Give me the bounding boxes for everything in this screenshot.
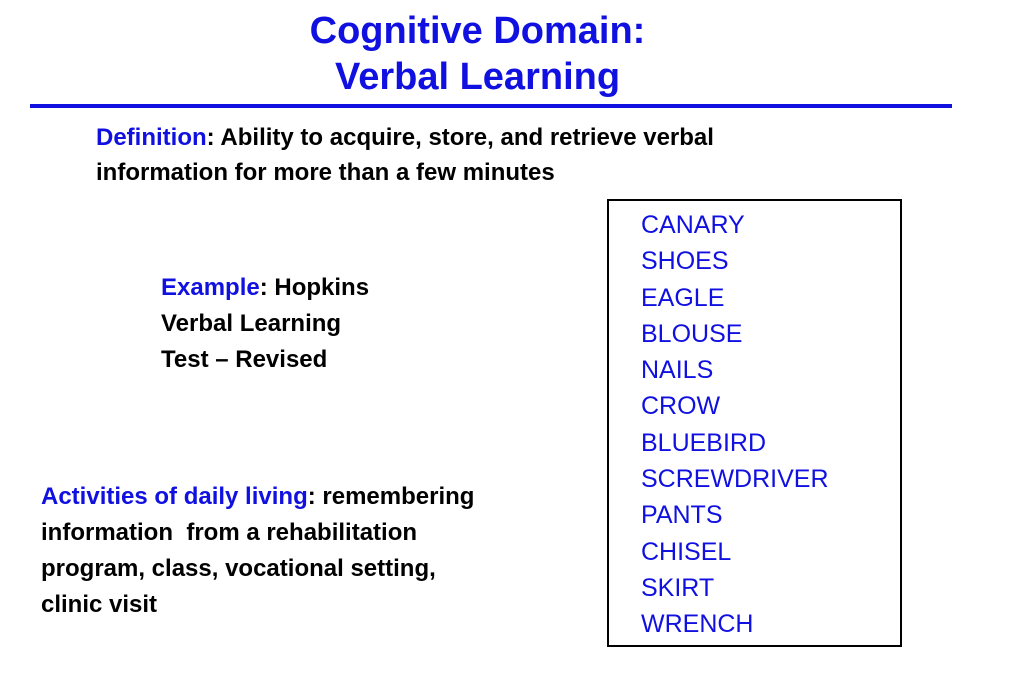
word-list-item: CROW xyxy=(641,392,721,421)
definition-text-1: : Ability to acquire, store, and retriev… xyxy=(206,124,714,151)
example-block: Example: Hopkins Verbal Learning Test – … xyxy=(161,270,461,378)
slide-title: Cognitive Domain: Verbal Learning xyxy=(0,8,955,100)
example-text-2: Verbal Learning xyxy=(161,310,342,337)
slide-title-line-1: Cognitive Domain: xyxy=(309,10,646,52)
definition-text-2: information for more than a few minutes xyxy=(96,159,555,186)
word-list-item: WRENCH xyxy=(641,610,754,639)
slide-title-line-2: Verbal Learning xyxy=(334,56,621,98)
example-text-1: : Hopkins xyxy=(259,274,370,301)
adl-text-3: program, class, vocational setting, xyxy=(41,555,436,582)
word-list-item: SHOES xyxy=(641,247,729,276)
adl-line-1: Activities of daily living: remembering xyxy=(41,479,601,515)
word-list-item: CANARY xyxy=(641,211,745,239)
adl-text-2: information from a rehabilitation xyxy=(41,519,418,546)
word-list-item: NAILS xyxy=(641,356,714,385)
title-divider xyxy=(30,104,952,108)
adl-label: Activities of daily living xyxy=(41,483,308,510)
word-list-item: EAGLE xyxy=(641,283,725,312)
word-list-box: CANARY SHOES EAGLE BLOUSE NAILS CROW BLU… xyxy=(607,199,902,647)
definition-line-1: Definition: Ability to acquire, store, a… xyxy=(96,120,916,155)
example-text-3: Test – Revised xyxy=(161,346,328,373)
word-list-item: BLUEBIRD xyxy=(641,428,767,457)
word-list: CANARY SHOES EAGLE BLOUSE NAILS CROW BLU… xyxy=(641,207,829,643)
example-label: Example xyxy=(161,274,260,301)
word-list-item: SKIRT xyxy=(641,573,715,602)
word-list-item: BLOUSE xyxy=(641,319,743,348)
adl-block: Activities of daily living: remembering … xyxy=(41,479,601,623)
word-list-item: CHISEL xyxy=(641,537,732,566)
example-line-1: Example: Hopkins xyxy=(161,270,461,306)
word-list-item: PANTS xyxy=(641,501,723,530)
definition-block: Definition: Ability to acquire, store, a… xyxy=(96,120,916,190)
adl-text-1: : remembering xyxy=(307,483,475,510)
adl-text-4: clinic visit xyxy=(41,591,158,618)
word-list-item: SCREWDRIVER xyxy=(641,465,829,494)
definition-label: Definition xyxy=(96,124,207,151)
